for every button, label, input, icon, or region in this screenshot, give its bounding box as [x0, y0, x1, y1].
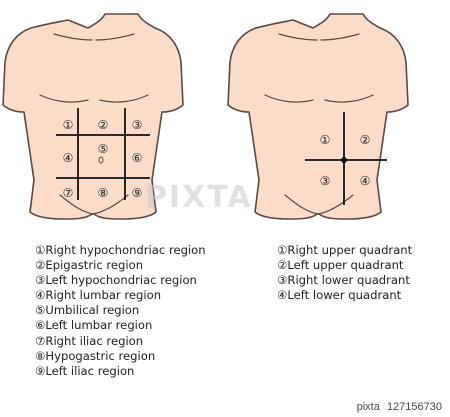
collarbone-right: [278, 33, 360, 41]
legend-region-item-8: ⑧Hypogastric region: [35, 348, 156, 363]
region-grid-label-4: ④: [63, 151, 74, 165]
legend-region-item-3: ③Left hypochondriac region: [35, 273, 197, 288]
credit-brand: pixta: [356, 401, 380, 413]
legend-region-item-6: ⑥Left lumbar region: [35, 318, 153, 333]
region-grid-label-5: ⑤: [98, 142, 109, 156]
torso-diagrams: ① ② ③ ④ ⑤ ⑥ ⑦ ⑧ ⑨ ① ② ③ ④: [2, 13, 409, 220]
region-grid-label-3: ③: [132, 118, 143, 132]
legend-region-item-7: ⑦Right iliac region: [35, 333, 144, 348]
quadrant-grid-label-4: ④: [360, 174, 371, 188]
pectoral-right: [264, 94, 374, 103]
legend-quadrant-item-3: ③Right lower quadrant: [277, 273, 410, 288]
legend-quadrant-item-2: ②Left upper quadrant: [277, 258, 404, 273]
legend-quadrant-item-1: ①Right upper quadrant: [277, 243, 413, 257]
legend-region-item-2: ②Epigastric region: [35, 258, 144, 273]
credit-id: 127156730: [386, 401, 442, 413]
region-grid-label-6: ⑥: [132, 151, 143, 165]
pectoral-left: [39, 94, 149, 103]
watermark: PIXTA: [145, 180, 253, 215]
legend-region-item-5: ⑤Umbilical region: [35, 303, 140, 318]
legend-region-item-1: ①Right hypochondriac region: [35, 243, 206, 257]
quadrant-grid-label-1: ①: [320, 133, 331, 147]
navel-left: [98, 156, 104, 164]
region-grid-label-8: ⑧: [98, 186, 109, 200]
torso-four-quadrants: ① ② ③ ④: [227, 13, 409, 220]
quadrant-center-dot: [341, 157, 347, 163]
torso-outline-left: [2, 13, 184, 220]
torso-outline-right: [227, 13, 409, 220]
torso-nine-regions: ① ② ③ ④ ⑤ ⑥ ⑦ ⑧ ⑨: [2, 13, 184, 220]
region-grid-label-1: ①: [63, 118, 74, 132]
region-grid-label-2: ②: [98, 118, 109, 132]
region-grid-label-9: ⑨: [132, 186, 143, 200]
collarbone-left: [53, 33, 135, 41]
quadrant-grid-label-2: ②: [360, 133, 371, 147]
region-grid-label-7: ⑦: [63, 186, 74, 200]
legend-region-item-4: ④Right lumbar region: [35, 288, 162, 303]
legend-quadrant-item-4: ④Left lower quadrant: [277, 288, 402, 303]
image-credit: pixta 127156730: [353, 401, 442, 413]
groin-right: [284, 194, 354, 215]
quadrant-grid-label-3: ③: [320, 174, 331, 188]
legend-region-item-9: ⑨Left iliac region: [35, 363, 135, 378]
